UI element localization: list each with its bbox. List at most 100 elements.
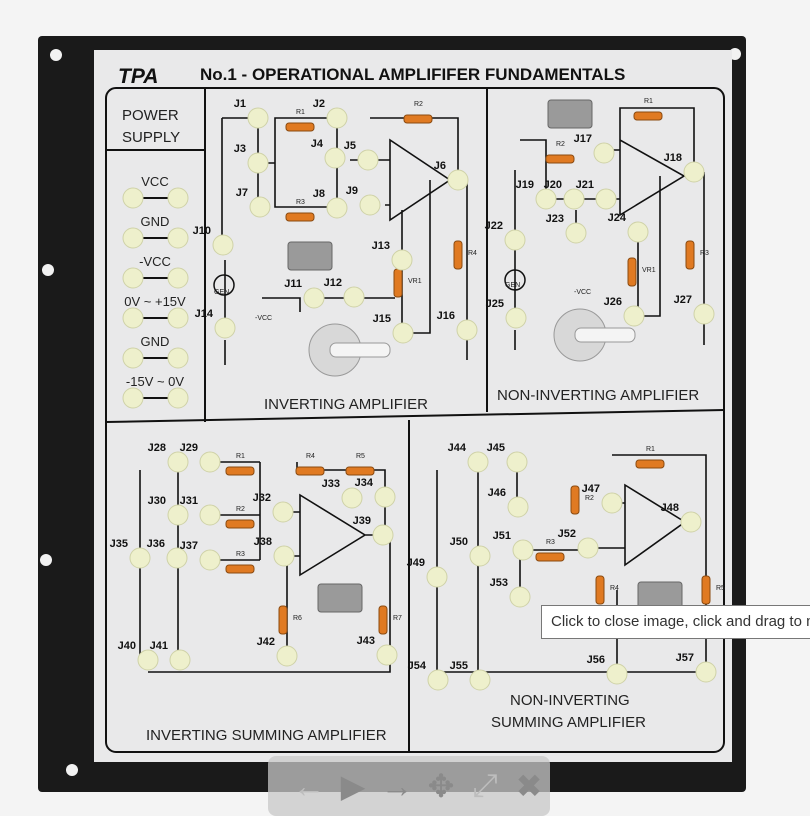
resistor: R1	[635, 446, 665, 469]
jack-j34[interactable]: J34	[355, 477, 396, 508]
jack-j23[interactable]: J23	[546, 213, 587, 244]
jack-j56[interactable]: J56	[587, 654, 628, 685]
jack-j49[interactable]: J49	[407, 557, 448, 588]
svg-text:J32: J32	[253, 492, 271, 504]
svg-text:J7: J7	[236, 187, 248, 199]
svg-text:J44: J44	[448, 442, 467, 454]
expand-icon[interactable]: ⤢	[472, 767, 498, 803]
jack-j4[interactable]: J4	[311, 138, 346, 169]
jack-j36[interactable]: J36	[147, 538, 188, 569]
jack-j48[interactable]: J48	[661, 502, 702, 533]
jack-j41[interactable]: J41	[150, 640, 191, 671]
jack-j22[interactable]: J22	[485, 220, 526, 251]
jack-j14[interactable]: J14	[195, 308, 236, 339]
jack-j30[interactable]: J30	[148, 495, 189, 526]
power-jack[interactable]	[167, 267, 189, 289]
jack-j6[interactable]: J6	[434, 160, 469, 191]
power-jack[interactable]	[167, 347, 189, 369]
jack-j28[interactable]: J28	[148, 442, 189, 473]
svg-text:J39: J39	[353, 515, 371, 527]
jack-j45[interactable]: J45	[487, 442, 528, 473]
jack-j26[interactable]: J26	[604, 296, 645, 327]
power-jack[interactable]	[122, 387, 144, 409]
arrow-right-icon[interactable]: →	[381, 767, 413, 804]
gen-label: GEN	[505, 282, 520, 289]
svg-text:R1: R1	[296, 109, 305, 116]
svg-text:J29: J29	[180, 442, 198, 454]
rail-label: GND	[141, 214, 170, 229]
arrow-left-icon[interactable]: ←	[293, 767, 325, 804]
jack-j44[interactable]: J44	[448, 442, 489, 473]
svg-text:J23: J23	[546, 213, 564, 225]
jack-j43[interactable]: J43	[357, 635, 398, 666]
jack-j17[interactable]: J17	[574, 133, 615, 164]
jack-j2[interactable]: J2	[313, 98, 348, 129]
jack-j13[interactable]: J13	[372, 240, 413, 271]
jack-j21[interactable]: J21	[576, 179, 617, 210]
power-jack[interactable]	[122, 187, 144, 209]
jack-j52[interactable]: J52	[558, 528, 599, 559]
jack-j24[interactable]: J24	[608, 212, 649, 243]
jack-j53[interactable]: J53	[490, 577, 531, 608]
jack-j42[interactable]: J42	[257, 636, 298, 667]
jack-j20[interactable]: J20	[544, 179, 585, 210]
move-icon[interactable]: ✥	[427, 768, 455, 804]
jack-j8[interactable]: J8	[313, 188, 348, 219]
svg-text:J45: J45	[487, 442, 505, 454]
jack-j18[interactable]: J18	[664, 152, 705, 183]
jack-j29[interactable]: J29	[180, 442, 221, 473]
generator-symbol	[504, 269, 526, 291]
jack-j37[interactable]: J37	[180, 540, 221, 571]
rail-label: GND	[141, 334, 170, 349]
jack-j35[interactable]: J35	[110, 538, 151, 569]
power-jack[interactable]	[167, 187, 189, 209]
play-icon[interactable]: ▶	[340, 768, 366, 804]
jack-j55[interactable]: J55	[450, 660, 491, 691]
power-jack[interactable]	[167, 387, 189, 409]
jack-j50[interactable]: J50	[450, 536, 491, 567]
jack-j5[interactable]: J5	[344, 140, 379, 171]
power-jack[interactable]	[122, 347, 144, 369]
resistor: R2	[403, 101, 433, 124]
jack-j3[interactable]: J3	[234, 143, 269, 174]
jack-j31[interactable]: J31	[180, 495, 221, 526]
jack-j32[interactable]: J32	[253, 492, 294, 523]
power-jack[interactable]	[122, 227, 144, 249]
close-icon[interactable]: ✖	[515, 768, 543, 804]
power-jack[interactable]	[167, 307, 189, 329]
jack-j27[interactable]: J27	[674, 294, 715, 325]
jack-j51[interactable]: J51	[493, 530, 534, 561]
jack-j16[interactable]: J16	[437, 310, 478, 341]
jack-j1[interactable]: J1	[234, 98, 269, 129]
power-jack[interactable]	[122, 307, 144, 329]
jack-j33[interactable]: J33	[322, 478, 363, 509]
jack-j7[interactable]: J7	[236, 187, 271, 218]
svg-text:J40: J40	[118, 640, 136, 652]
resistor: R3	[225, 551, 255, 574]
svg-text:J15: J15	[373, 313, 391, 325]
jack-j12[interactable]: J12	[324, 277, 365, 308]
power-jack[interactable]	[122, 267, 144, 289]
svg-text:J49: J49	[407, 557, 425, 569]
jack-j11[interactable]: J11	[284, 278, 325, 309]
resistor: R3	[535, 539, 565, 562]
jack-j10[interactable]: J10	[193, 225, 234, 256]
jack-j40[interactable]: J40	[118, 640, 159, 671]
jack-j54[interactable]: J54	[408, 660, 449, 691]
jack-j57[interactable]: J57	[676, 652, 717, 683]
svg-text:J57: J57	[676, 652, 694, 664]
section-borders	[105, 87, 725, 753]
jack-j47[interactable]: J47	[582, 483, 623, 514]
neg-vcc-label: -VCC	[255, 315, 272, 322]
jack-j9[interactable]: J9	[346, 185, 381, 216]
resistor: R3	[285, 199, 315, 222]
jack-j39[interactable]: J39	[353, 515, 394, 546]
power-jack[interactable]	[167, 227, 189, 249]
jack-j38[interactable]: J38	[254, 536, 295, 567]
jack-j25[interactable]: J25	[486, 298, 527, 329]
jack-j46[interactable]: J46	[488, 487, 529, 518]
jack-j15[interactable]: J15	[373, 313, 414, 344]
svg-text:J16: J16	[437, 310, 455, 322]
jack-j19[interactable]: J19	[516, 179, 557, 210]
